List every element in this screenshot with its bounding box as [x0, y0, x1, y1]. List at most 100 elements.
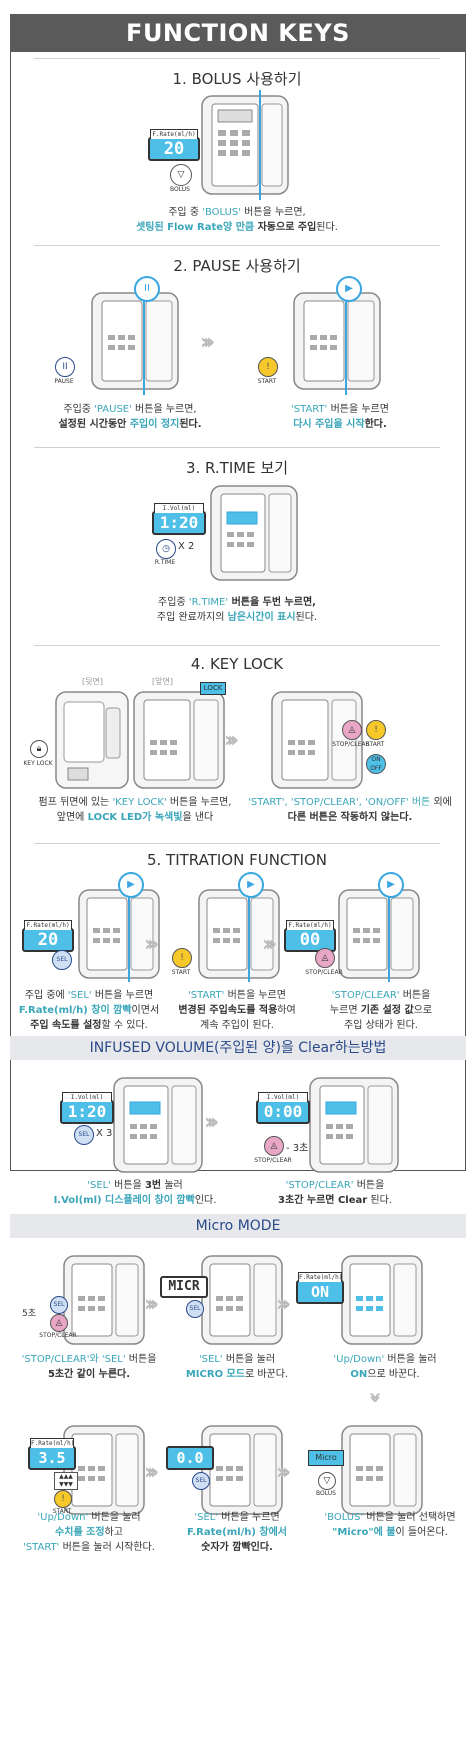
micro-caption-3: 'Up/Down' 버튼을 눌러 ON으로 바꾼다. [310, 1352, 460, 1382]
lcd-label: I.Vol(ml) [62, 1092, 112, 1102]
pump-illustration [309, 1077, 399, 1173]
pump-illustration [338, 882, 420, 982]
keylock-button[interactable]: 🔒︎ [30, 740, 48, 758]
titration-caption-3: 'STOP/CLEAR' 버튼을 누르면 기존 설정 값으로 주입 상태가 된다… [306, 988, 456, 1033]
lcd-display: F.Rate(ml/h) ON [296, 1272, 344, 1304]
caption-text: 버튼을 눌러 [384, 1354, 437, 1365]
micro-caption-1: 'STOP/CLEAR'와 'SEL' 버튼을 5초간 같이 누른다. [14, 1352, 164, 1382]
droplet-icon: ▽ [177, 170, 185, 180]
caption-text: 버튼을 누르면, [131, 404, 197, 415]
hold-duration: - 3초 [286, 1143, 309, 1154]
caption-key: 'START' [291, 404, 328, 415]
caption-key: 'SEL' [67, 990, 92, 1001]
sel-button[interactable]: SEL [50, 1296, 68, 1314]
start-caption: 'START' 버튼을 누르면 다시 주입을 시작한다. [240, 402, 440, 432]
lcd-display: 0.0 [166, 1446, 214, 1470]
caption-text: 앞면에 [56, 812, 88, 823]
pump-illustration [201, 90, 289, 200]
caption-text: 주입 중 [168, 207, 203, 218]
lcd-value: 1:20 [159, 513, 199, 532]
chevron-right-icon: ››› [276, 1460, 291, 1485]
bolus-button[interactable]: ▽ [170, 164, 192, 186]
pause-icon: II [134, 276, 160, 302]
keylock-caption: 펌프 뒤면에 있는 'KEY LOCK' 버튼을 누르면, 앞면에 LOCK L… [20, 795, 250, 825]
pump-illustration [201, 1425, 283, 1515]
clock-icon: ◷ [162, 544, 170, 554]
caption-bold: 다른 버튼은 작동하지 않는다. [287, 812, 413, 823]
pump-illustration [113, 1077, 203, 1173]
sel-button[interactable]: SEL [186, 1300, 204, 1318]
section-band-micro: Micro MODE [10, 1214, 466, 1238]
section-title-keylock: 4. KEY LOCK [190, 655, 284, 673]
caption-key: 'KEY LOCK' [112, 797, 167, 808]
pump-illustration [198, 882, 280, 982]
caption-text: 버튼을 [353, 1180, 385, 1191]
lcd-value: 1:20 [67, 1102, 107, 1121]
caption-text: 을 낸다 [182, 812, 214, 823]
start-button[interactable]: ! [366, 720, 386, 740]
caption-bold: 한다. [364, 419, 387, 430]
pause-button[interactable]: II [55, 357, 75, 377]
onoff-button[interactable]: ON OFF [366, 754, 386, 774]
caption-text: 주입 상태가 된다. [344, 1020, 418, 1031]
caption-bold: 3초간 누르면 Clear [278, 1195, 368, 1206]
content-frame [10, 14, 466, 1171]
bolus-label: BOLUS [170, 186, 190, 193]
lcd-value: 20 [37, 930, 59, 950]
pump-illustration [341, 1425, 423, 1515]
start-button[interactable]: ! [54, 1490, 72, 1508]
chevron-right-icon: ››› [262, 932, 277, 957]
lcd-value: 0.0 [176, 1449, 204, 1467]
divider [34, 58, 440, 59]
sel-button[interactable]: SEL [52, 950, 72, 970]
sel-button[interactable]: SEL [192, 1472, 210, 1490]
lcd-value: ON [310, 1283, 330, 1301]
lcd-label: F.Rate(ml/h) [286, 920, 334, 930]
start-button[interactable]: ! [172, 948, 192, 968]
caption-key: 'PAUSE' [94, 404, 132, 415]
start-button[interactable]: ! [258, 357, 278, 377]
caption-text: 버튼을 눌러 선택하면 [363, 1512, 456, 1523]
stop-clear-button[interactable]: ◬ [342, 720, 362, 740]
back-view-label: [뒷면] [82, 677, 103, 686]
stop-clear-button[interactable]: ◬ [50, 1314, 68, 1332]
play-icon: ▶ [336, 276, 362, 302]
caption-text: 버튼을 [399, 990, 431, 1001]
lcd-label: F.Rate(ml/h) [298, 1272, 343, 1282]
caption-key: 'STOP/CLEAR' [285, 1180, 354, 1191]
rtime-button[interactable]: ◷ [156, 539, 176, 559]
caption-bold: 설정된 시간동안 [58, 419, 130, 430]
divider [34, 843, 440, 844]
pump-illustration [341, 1255, 423, 1345]
stop-clear-label: STOP/CLEAR [305, 969, 343, 976]
caption-highlight: 수치를 조정 [55, 1527, 105, 1538]
chevron-right-icon: ››› [144, 932, 159, 957]
caption-text: 된다. [295, 612, 318, 623]
lcd-display: F.Rate(ml/h) 20 [22, 920, 74, 952]
stop-clear-button[interactable]: ◬ [315, 948, 335, 968]
caption-highlight: F.Rate(ml/h) 창에서 [186, 1527, 287, 1538]
up-down-keypad[interactable]: ▲▲▲▼▼▼ [54, 1472, 78, 1490]
caption-text: 주입 완료까지의 [156, 612, 228, 623]
stop-clear-label: STOP/CLEAR [39, 1332, 77, 1339]
stop-clear-button[interactable]: ◬ [264, 1136, 284, 1156]
bolus-button[interactable]: ▽ [318, 1472, 336, 1490]
caption-text: 버튼을 [111, 1180, 145, 1191]
caption-text: 계속 주입이 된다. [200, 1020, 274, 1031]
pump-illustration [63, 1425, 145, 1515]
caption-highlight: F.Rate(ml/h) 창이 깜빡 [18, 1005, 132, 1016]
hold-duration: 5초 [22, 1309, 37, 1319]
micro-caption-4: 'Up/Down' 버튼을 눌러 수치를 조정하고 'START' 버튼을 눌러… [14, 1510, 164, 1555]
press-count: X 3 [96, 1128, 113, 1139]
caption-key: 'SEL' [87, 1180, 111, 1191]
caption-text: 버튼을 눌러 시작한다. [59, 1542, 155, 1553]
caption-text: 버튼을 누르면 [224, 990, 286, 1001]
micro-caption-6: 'BOLUS' 버튼을 눌러 선택하면 "Micro"에 불이 들어온다. [310, 1510, 470, 1540]
titration-caption-2: 'START' 버튼을 누르면 변경된 주입속도를 적용하여 계속 주입이 된다… [162, 988, 312, 1033]
sel-button[interactable]: SEL [74, 1125, 94, 1145]
section-title-titration: 5. TITRATION FUNCTION [146, 851, 328, 869]
caption-key: 'SEL' [194, 1512, 219, 1523]
divider [34, 645, 440, 646]
droplet-icon: ▽ [323, 1476, 331, 1486]
caption-bold: 변경된 주입속도를 적용 [178, 1005, 278, 1016]
